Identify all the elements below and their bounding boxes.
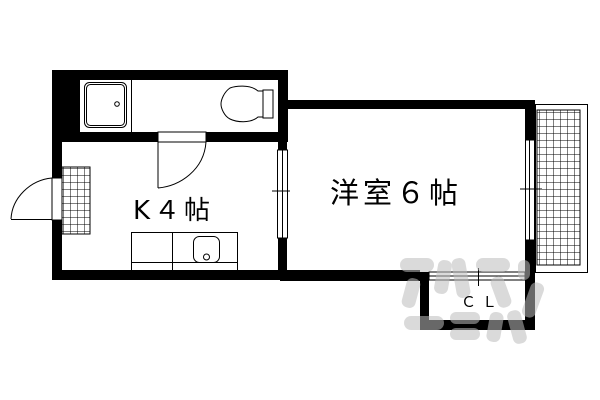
interior-door — [157, 131, 207, 189]
western-room-walls — [280, 100, 535, 285]
shoe-box-mat — [61, 166, 91, 235]
unit-bath — [80, 80, 278, 132]
kitchen-label: K４帖 — [133, 196, 215, 226]
balcony — [535, 104, 588, 273]
watermark-logo — [400, 258, 545, 344]
kitchen-counter — [131, 232, 238, 271]
western-room-label: 洋室６帖 — [330, 176, 463, 210]
entrance-door — [10, 177, 63, 221]
toilet — [220, 85, 274, 123]
window-kitchen-west — [272, 149, 290, 239]
closet-label: ＣＬ — [461, 293, 504, 311]
window-balcony — [520, 139, 542, 241]
